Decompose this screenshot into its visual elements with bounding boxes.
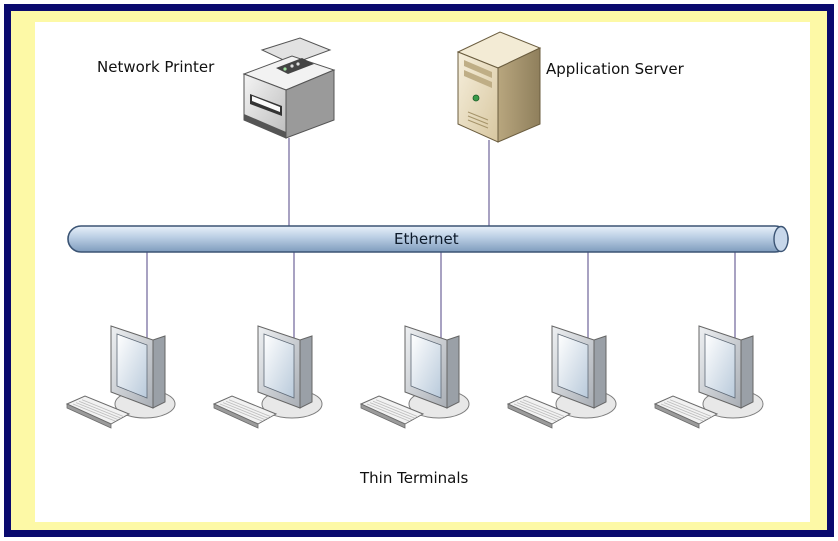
white-canvas bbox=[35, 22, 810, 522]
printer-icon bbox=[242, 37, 336, 139]
terminal-icon bbox=[506, 325, 617, 429]
terminal-icon bbox=[212, 325, 323, 429]
ethernet-label: Ethernet bbox=[394, 230, 459, 248]
terminals-group bbox=[65, 325, 764, 429]
terminal-icon bbox=[653, 325, 764, 429]
ethernet-bus bbox=[67, 225, 789, 253]
thin-terminals-label: Thin Terminals bbox=[360, 469, 469, 487]
server-icon bbox=[456, 31, 542, 143]
terminal-icon bbox=[359, 325, 470, 429]
application-server-label: Application Server bbox=[546, 60, 684, 78]
terminal-links bbox=[146, 252, 736, 340]
terminal-icon bbox=[65, 325, 176, 429]
network-printer-label: Network Printer bbox=[97, 58, 215, 76]
